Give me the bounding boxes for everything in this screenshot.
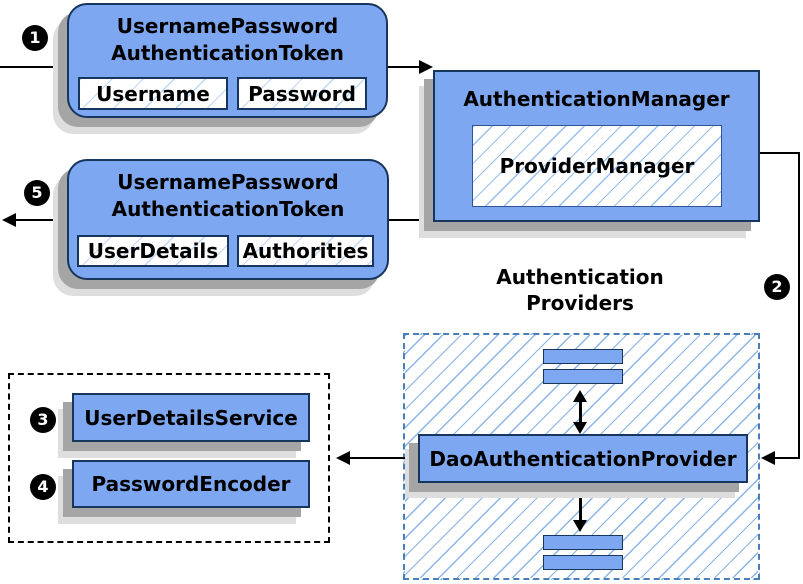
step-4-badge: 4 xyxy=(30,474,56,500)
connector-step2-top xyxy=(760,152,800,154)
authentication-manager-title: AuthenticationManager xyxy=(463,87,730,111)
response-token-title-line1: UsernamePassword xyxy=(117,170,339,194)
double-arrow-icon xyxy=(573,486,587,532)
authentication-providers-label: Authentication Providers xyxy=(455,264,705,316)
provider-bar xyxy=(543,369,623,384)
arrow-left-icon xyxy=(761,451,775,465)
request-token-node: UsernamePassword AuthenticationToken Use… xyxy=(67,3,388,118)
services-container xyxy=(8,373,330,543)
authorities-label: Authorities xyxy=(242,239,369,263)
password-encoder-node: PasswordEncoder xyxy=(72,460,310,508)
providers-label-line1: Authentication xyxy=(496,265,664,289)
connector-step5-outgoing xyxy=(14,219,67,221)
response-token-title-line2: AuthenticationToken xyxy=(111,197,345,221)
arrow-left-icon xyxy=(336,451,350,465)
dao-authentication-provider-label: DaoAuthenticationProvider xyxy=(429,446,737,471)
user-details-service-label: UserDetailsService xyxy=(84,405,298,430)
user-details-service-node: UserDetailsService xyxy=(72,393,310,442)
step-1-badge: 1 xyxy=(22,25,48,51)
connector-token-to-manager xyxy=(388,66,421,68)
arrow-left-icon xyxy=(2,213,16,227)
request-token-title-line2: AuthenticationToken xyxy=(111,41,344,65)
double-arrow-icon xyxy=(573,390,587,434)
connector-dao-to-services xyxy=(348,457,418,459)
provider-manager-label: ProviderManager xyxy=(499,154,695,178)
userdetails-label: UserDetails xyxy=(87,239,219,263)
step-2-badge: 2 xyxy=(764,274,790,300)
connector-step1-incoming xyxy=(0,66,67,68)
response-token-node: UsernamePassword AuthenticationToken Use… xyxy=(67,159,389,280)
dao-authentication-provider-node: DaoAuthenticationProvider xyxy=(418,434,748,483)
provider-manager-box: ProviderManager xyxy=(472,125,722,207)
username-field-box: Username xyxy=(78,77,228,110)
connector-step2-bottom xyxy=(775,457,800,459)
arrow-right-icon xyxy=(419,60,433,74)
provider-bar xyxy=(543,555,623,570)
provider-bar xyxy=(543,349,623,364)
provider-bar xyxy=(543,535,623,550)
step-3-badge: 3 xyxy=(30,407,56,433)
authorities-field-box: Authorities xyxy=(237,235,374,267)
providers-label-line2: Providers xyxy=(526,291,634,315)
password-field-box: Password xyxy=(237,77,367,110)
username-label: Username xyxy=(96,81,210,106)
step-5-badge: 5 xyxy=(24,180,50,206)
authentication-manager-node: AuthenticationManager ProviderManager xyxy=(433,70,760,222)
password-encoder-label: PasswordEncoder xyxy=(91,472,291,496)
userdetails-field-box: UserDetails xyxy=(77,235,229,267)
password-label: Password xyxy=(248,81,356,106)
connector-step2-vertical xyxy=(798,152,800,458)
connector-manager-to-token xyxy=(389,219,433,221)
request-token-title-line1: UsernamePassword xyxy=(116,14,339,38)
